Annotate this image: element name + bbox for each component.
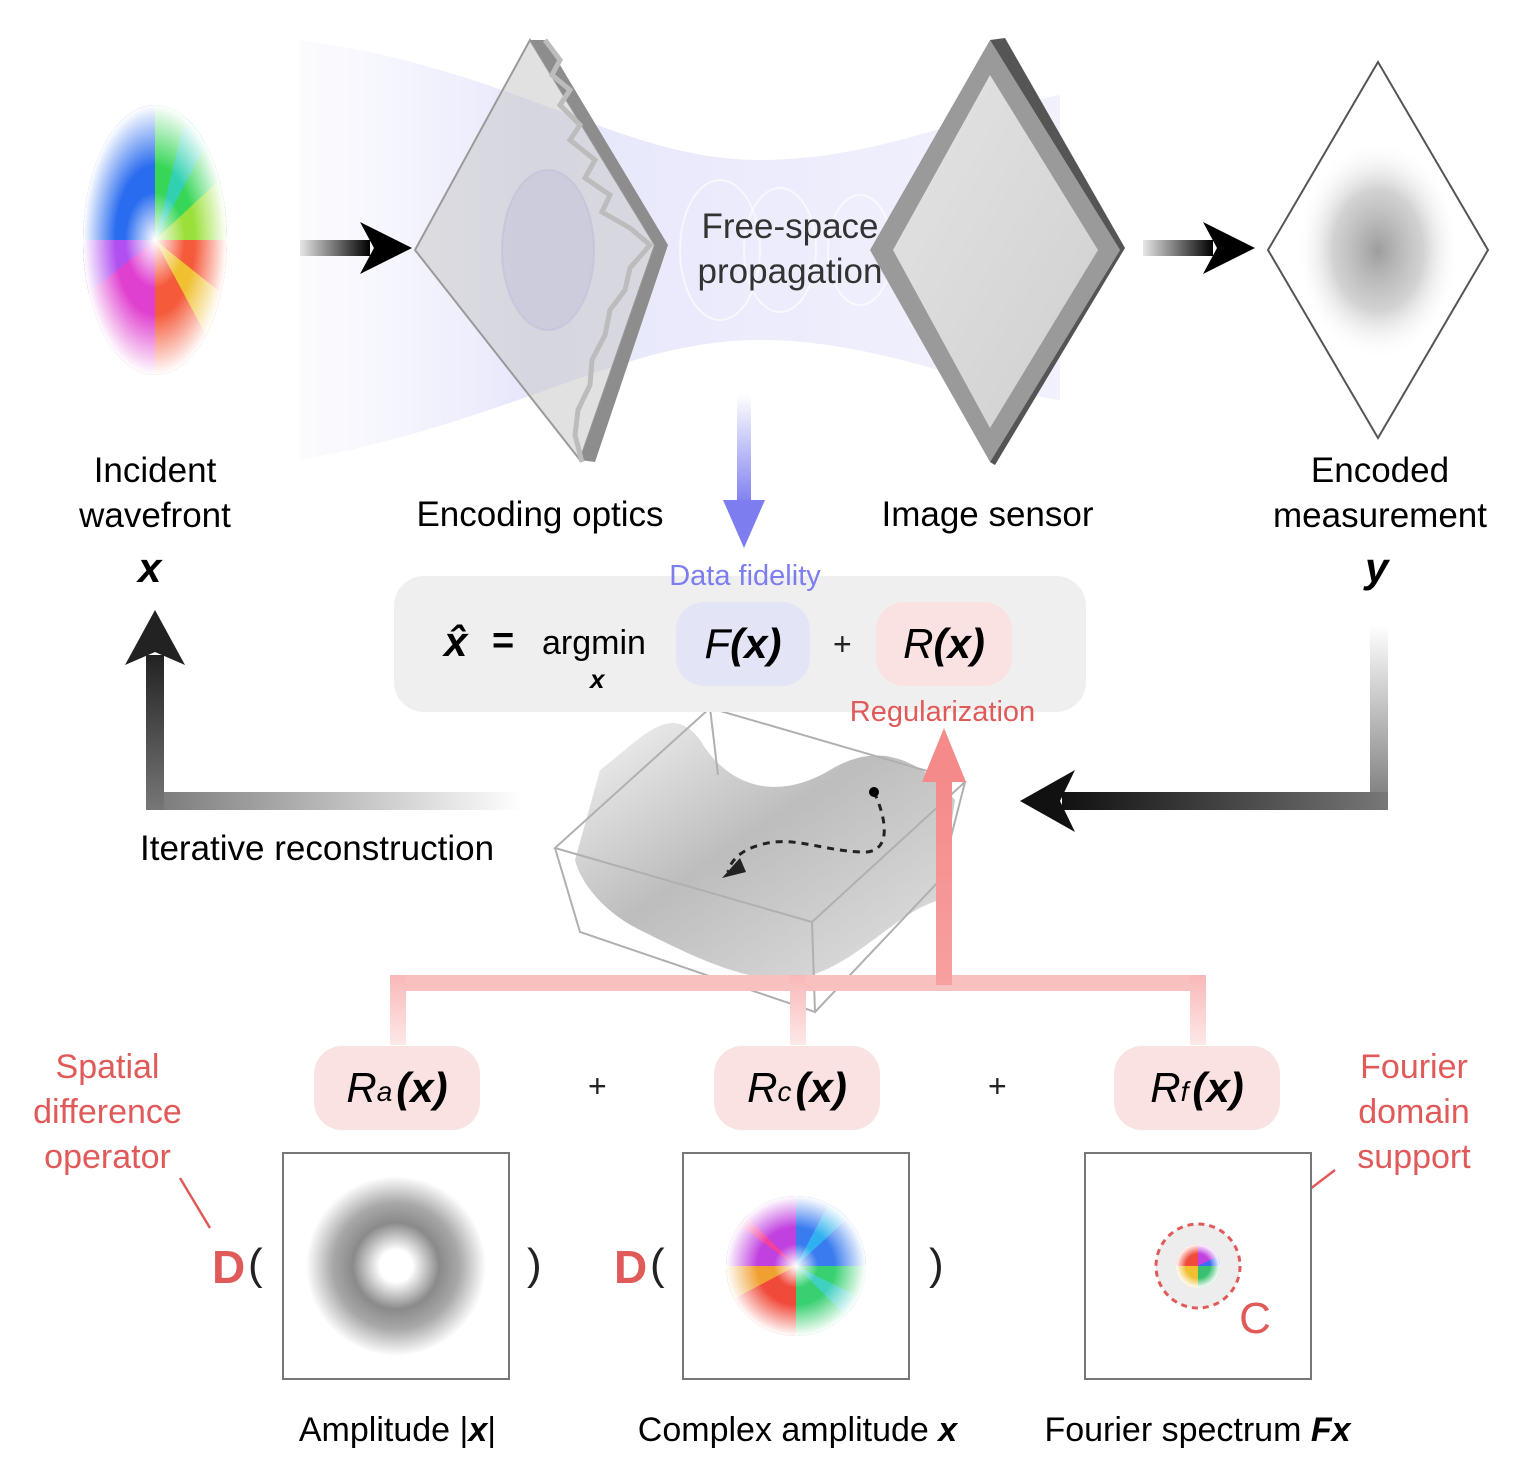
loss-landscape: [552, 706, 967, 1014]
fidelity-arg: (x): [730, 620, 782, 667]
complex-caption-var: x: [938, 1411, 958, 1449]
amplitude-panel: [282, 1152, 510, 1380]
argmin-operator: argmin: [542, 624, 646, 662]
difference-operator-1: D: [212, 1241, 246, 1293]
regularization-connectors: [390, 728, 1206, 1045]
incident-wavefront-image: [83, 105, 227, 375]
regularization-label: Regularization: [849, 696, 1036, 728]
ra-letter: R: [346, 1064, 377, 1111]
close-paren-1: ): [527, 1240, 542, 1289]
objective-plus: +: [833, 626, 852, 662]
open-paren-2: (: [650, 1240, 665, 1289]
data-fidelity-label: Data fidelity: [669, 560, 821, 592]
complex-amplitude-panel: [682, 1152, 910, 1380]
complex-phase-image: [726, 1196, 866, 1336]
difference-operator-2: D: [614, 1241, 648, 1293]
measurement-variable: y: [1365, 544, 1389, 591]
spatial-operator-annotation: Spatial difference operator: [10, 1045, 205, 1180]
rf-letter: R: [1150, 1064, 1181, 1111]
complex-caption-text: Complex amplitude: [637, 1411, 939, 1449]
close-paren-2: ): [929, 1240, 944, 1289]
encoded-measurement-label: Encoded measurement: [1255, 448, 1505, 538]
incident-label-line1: Incident: [93, 451, 217, 490]
argmin-subscript: x: [590, 664, 605, 694]
free-space-line2: propagation: [697, 252, 883, 291]
iterative-reconstruction-label: Iterative reconstruction: [140, 829, 495, 868]
encoded-label-line1: Encoded: [1310, 451, 1450, 490]
fourier-caption-text: Fourier spectrum: [1044, 1411, 1311, 1449]
free-space-label: Free-space propagation: [680, 204, 900, 294]
complex-caption: Complex amplitude x: [610, 1408, 985, 1453]
fourier-line3: support: [1357, 1138, 1471, 1176]
spatial-line2: difference: [33, 1093, 182, 1131]
reg-plus-2: +: [988, 1068, 1007, 1104]
amplitude-caption-suffix: |: [487, 1411, 497, 1449]
encoding-optics-plate: [413, 38, 668, 463]
image-sensor-label: Image sensor: [881, 495, 1094, 534]
measurement-feedback-arrow: [1020, 625, 1388, 832]
equals-sign: =: [492, 620, 515, 662]
fourier-line1: Fourier: [1360, 1048, 1468, 1086]
reg-plus-1: +: [588, 1068, 607, 1104]
incident-label-line2: wavefront: [79, 496, 231, 535]
spatial-operator-leader: [178, 1177, 212, 1229]
encoding-optics-label: Encoding optics: [416, 495, 664, 534]
rc-sub: c: [777, 1076, 792, 1107]
rc-letter: R: [747, 1064, 778, 1111]
rf-arg: (x): [1192, 1064, 1244, 1111]
incident-wavefront-label: Incident wavefront: [70, 448, 240, 538]
fidelity-F: F: [704, 620, 731, 667]
regularization-term: R(x): [876, 602, 1012, 686]
amplitude-caption-var: x: [468, 1411, 488, 1449]
incident-variable: x: [138, 544, 162, 591]
fourier-line2: domain: [1358, 1093, 1470, 1131]
amplitude-ring-image: [306, 1176, 486, 1356]
open-paren-1: (: [248, 1240, 263, 1289]
reg-R: R: [903, 620, 934, 667]
rf-sub: f: [1180, 1076, 1189, 1107]
data-fidelity-arrow: [723, 395, 765, 548]
iterative-reconstruction-arrow: [125, 610, 522, 810]
free-space-line1: Free-space: [701, 207, 879, 246]
rc-arg: (x): [795, 1064, 847, 1111]
fourier-spectrum-panel: [1084, 1152, 1312, 1380]
encoded-label-line2: measurement: [1273, 496, 1487, 535]
fidelity-term: F(x): [676, 602, 810, 686]
reg-arg: (x): [933, 620, 985, 667]
image-sensor-plate: [870, 38, 1125, 465]
fourier-caption: Fourier spectrum Fx: [1020, 1408, 1375, 1453]
amplitude-caption: Amplitude |x|: [255, 1408, 540, 1453]
fourier-spectrum-image: [1154, 1222, 1242, 1310]
support-set-C: C: [1239, 1294, 1271, 1343]
encoded-measurement-image: [1266, 60, 1490, 440]
x-hat-symbol: x̂: [444, 618, 468, 665]
fourier-support-annotation: Fourier domain support: [1330, 1045, 1498, 1180]
fourier-caption-var: Fx: [1310, 1411, 1351, 1449]
arrow-to-measurement: [1143, 222, 1255, 274]
ra-sub: a: [376, 1076, 393, 1107]
spatial-line1: Spatial: [55, 1048, 160, 1086]
arrow-to-optics: [300, 222, 412, 274]
spatial-line3: operator: [44, 1138, 171, 1176]
ra-arg: (x): [396, 1064, 448, 1111]
amplitude-caption-text: Amplitude |: [298, 1411, 469, 1449]
